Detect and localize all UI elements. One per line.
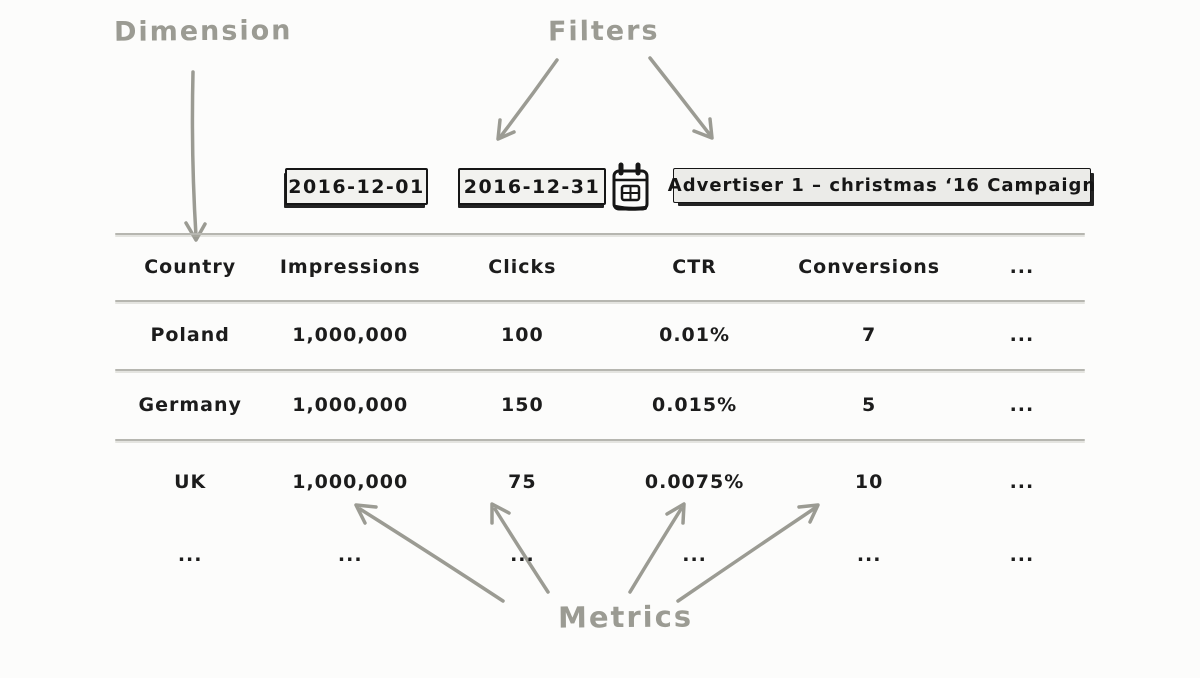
start-date-filter[interactable]: 2016-12-01 <box>285 168 428 205</box>
table-row: ... ... ... ... ... ... <box>115 523 1085 587</box>
table-rule <box>115 369 1085 371</box>
table-cell: 7 <box>862 324 877 346</box>
table-cell: 0.015% <box>651 393 738 416</box>
table-cell: Germany <box>138 393 242 416</box>
data-table: Country Impressions Clicks CTR Conversio… <box>115 0 1085 678</box>
table-cell: 1,000,000 <box>292 324 409 346</box>
table-cell: 100 <box>501 324 544 346</box>
table-cell: ... <box>682 544 707 566</box>
table-cell: ... <box>177 544 203 566</box>
table-cell: ... <box>337 544 363 566</box>
table-cell: ... <box>1009 393 1035 416</box>
column-header: ... <box>1009 256 1035 278</box>
column-header: Clicks <box>488 256 557 278</box>
table-cell: ... <box>1009 324 1035 346</box>
table-rule <box>115 439 1085 441</box>
column-header: CTR <box>672 256 717 278</box>
column-header: Conversions <box>798 256 941 278</box>
table-cell: 1,000,000 <box>292 471 409 493</box>
table-cell: 1,000,000 <box>292 393 409 416</box>
calendar-icon[interactable] <box>610 162 652 214</box>
table-cell: 0.01% <box>659 324 731 346</box>
table-cell: Poland <box>150 324 230 346</box>
table-row: Germany 1,000,000 150 0.015% 5 ... <box>115 371 1085 438</box>
table-cell: ... <box>1009 544 1035 566</box>
table-cell: ... <box>1009 471 1035 493</box>
table-cell: 150 <box>501 393 544 416</box>
table-cell: ... <box>510 544 535 566</box>
table-cell: ... <box>856 544 882 566</box>
table-cell: UK <box>174 471 207 493</box>
table-cell: 5 <box>862 393 877 416</box>
table-row: UK 1,000,000 75 0.0075% 10 ... <box>115 441 1085 523</box>
table-header-row: Country Impressions Clicks CTR Conversio… <box>115 235 1085 299</box>
end-date-filter[interactable]: 2016-12-31 <box>458 168 606 205</box>
table-rule <box>115 300 1085 302</box>
table-cell: 0.0075% <box>644 471 745 493</box>
column-header: Impressions <box>279 256 421 278</box>
campaign-filter[interactable]: Advertiser 1 – christmas ‘16 Campaign <box>668 168 1095 203</box>
table-cell: 75 <box>508 471 537 493</box>
table-row: Poland 1,000,000 100 0.01% 7 ... <box>115 302 1085 368</box>
table-cell: 10 <box>854 471 884 493</box>
column-header: Country <box>144 256 237 278</box>
table-rule <box>115 233 1085 235</box>
